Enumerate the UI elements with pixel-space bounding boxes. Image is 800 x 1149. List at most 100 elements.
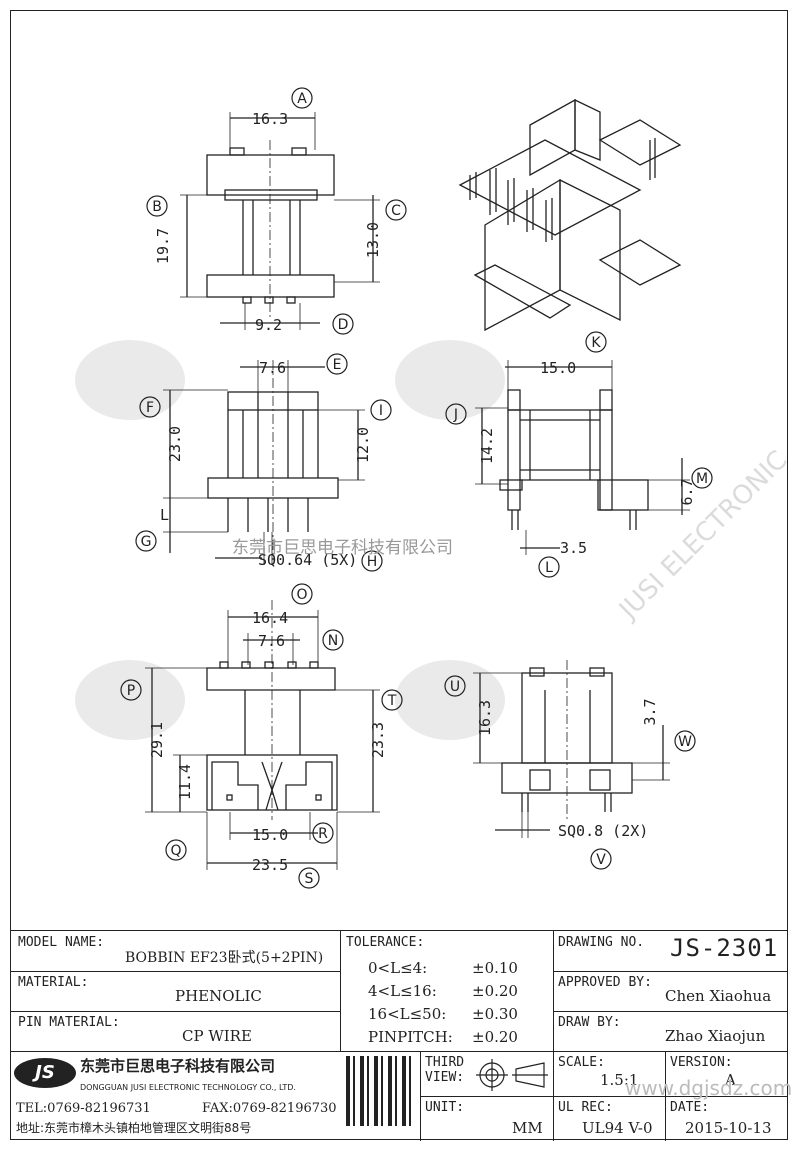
- dim-n: 7.6: [258, 632, 285, 650]
- callout-letter-t: T: [387, 693, 397, 709]
- back-view: [473, 660, 670, 838]
- dim-v: SQ0.8 (2X): [558, 822, 648, 840]
- tol-value-2: ±0.30: [472, 1005, 518, 1023]
- front-view: [163, 360, 365, 565]
- callout-letter-j: J: [453, 407, 458, 423]
- dim-a: 16.3: [252, 110, 288, 128]
- callout-letter-f: F: [146, 400, 154, 416]
- callout-letter-c: C: [391, 203, 401, 219]
- fax: FAX:0769-82196730: [202, 1101, 337, 1116]
- callout-circle-g: [135, 530, 157, 552]
- title-block: MODEL NAME: BOBBIN EF23卧式(5+2PIN) TOLERA…: [10, 930, 792, 1141]
- watermark-text: 东莞市巨思电子科技有限公司: [232, 538, 453, 558]
- callout-letter-b: B: [152, 199, 162, 215]
- callout-letter-m: M: [696, 471, 708, 487]
- scale-value: 1.5:1: [600, 1071, 639, 1089]
- callout-circle-e: [326, 353, 348, 375]
- dim-h: SQ0.64 (5X): [258, 551, 357, 569]
- model-name-value: BOBBIN EF23卧式(5+2PIN): [125, 950, 324, 966]
- site-watermark: www.dgjsdz.com: [625, 1076, 793, 1100]
- watermark-logos: [75, 340, 505, 740]
- callout-circle-r: [312, 822, 334, 844]
- callout-letter-e: E: [333, 357, 342, 373]
- tolerance-label: TOLERANCE:: [346, 935, 425, 950]
- callout-letter-h: H: [367, 554, 378, 570]
- tel: TEL:0769-82196731: [16, 1101, 151, 1116]
- callout-letter-r: R: [318, 826, 328, 842]
- callout-letter-s: S: [305, 871, 314, 887]
- company-name-en: DONGGUAN JUSI ELECTRONIC TECHNOLOGY CO.,…: [80, 1083, 296, 1092]
- callout-letter-d: D: [338, 317, 349, 333]
- callout-circle-p: [120, 679, 142, 701]
- callout-circle-s: [298, 867, 320, 889]
- draw-by-label: DRAW BY:: [558, 1015, 621, 1030]
- tol-range-2: 16<L≤50:: [368, 1005, 447, 1023]
- tol-range-1: 4<L≤16:: [368, 982, 437, 1000]
- callout-circle-u: [444, 675, 466, 697]
- dim-m: 6.7: [678, 478, 696, 505]
- callout-letter-n: N: [328, 633, 338, 649]
- bottom-view: [145, 600, 380, 870]
- unit-value: MM: [512, 1119, 543, 1137]
- draw-by-value: Zhao Xiaojun: [665, 1027, 766, 1045]
- dim-r: 15.0: [252, 826, 288, 844]
- dim-j: 14.2: [478, 428, 496, 464]
- date-label: DATE:: [670, 1100, 710, 1115]
- callout-letter-p: P: [127, 683, 135, 699]
- company-name-cn: 东莞市巨思电子科技有限公司: [80, 1057, 276, 1075]
- callout-circle-j: [445, 403, 467, 425]
- company-logo: JS: [14, 1058, 76, 1088]
- ul-rec-label: UL REC:: [558, 1100, 613, 1115]
- dim-s: 23.5: [252, 856, 288, 874]
- callout-letter-a: A: [297, 91, 307, 107]
- third-view-label: THIRD VIEW:: [425, 1055, 465, 1085]
- drawing-no-label: DRAWING NO.: [558, 935, 645, 950]
- dim-u: 16.3: [476, 700, 494, 736]
- dim-e: 7.6: [259, 359, 286, 377]
- callout-letter-l: L: [545, 560, 553, 576]
- callout-circle-w: [674, 730, 696, 752]
- dim-q: 11.4: [176, 764, 194, 800]
- dim-c: 13.0: [364, 222, 382, 258]
- callout-circle-m: [691, 467, 713, 489]
- callout-letter-w: W: [678, 734, 692, 750]
- callout-circle-b: [146, 195, 168, 217]
- callout-letter-u: U: [450, 679, 460, 695]
- dim-b: 19.7: [154, 228, 172, 264]
- callout-circle-l: [538, 556, 560, 578]
- dim-o: 16.4: [252, 609, 288, 627]
- callout-letter-q: Q: [170, 843, 181, 859]
- version-label: VERSION:: [670, 1055, 733, 1070]
- material-value: PHENOLIC: [175, 987, 262, 1005]
- approved-by-label: APPROVED BY:: [558, 975, 652, 990]
- date-value: 2015-10-13: [685, 1119, 772, 1137]
- tol-value-3: ±0.20: [472, 1028, 518, 1046]
- isometric-view: [458, 98, 682, 332]
- dim-k: 15.0: [540, 359, 576, 377]
- callout-circle-h: [361, 550, 383, 572]
- version-value: A: [725, 1071, 736, 1089]
- callout-letter-o: O: [296, 587, 307, 603]
- callout-letter-k: K: [591, 335, 601, 351]
- callout-circle-i: [370, 399, 392, 421]
- approved-by-value: Chen Xiaohua: [665, 987, 772, 1005]
- callout-circle-d: [332, 313, 354, 335]
- callout-circle-o: [291, 583, 313, 605]
- tol-value-0: ±0.10: [472, 959, 518, 977]
- callout-circle-c: [385, 199, 407, 221]
- dim-p: 29.1: [148, 722, 166, 758]
- dim-f: 23.0: [166, 426, 184, 462]
- callout-circle-k: [585, 331, 607, 353]
- callout-circle-f: [139, 396, 161, 418]
- dim-t: 23.3: [369, 722, 387, 758]
- pin-material-label: PIN MATERIAL:: [18, 1015, 120, 1030]
- qr-code: [346, 1056, 416, 1126]
- callout-letter-i: I: [379, 403, 383, 419]
- tol-range-3: PINPITCH:: [368, 1028, 453, 1046]
- callout-circle-v: [590, 848, 612, 870]
- ul-rec-value: UL94 V-0: [582, 1119, 653, 1137]
- side-view: [475, 360, 690, 555]
- dim-w: 3.7: [641, 698, 659, 725]
